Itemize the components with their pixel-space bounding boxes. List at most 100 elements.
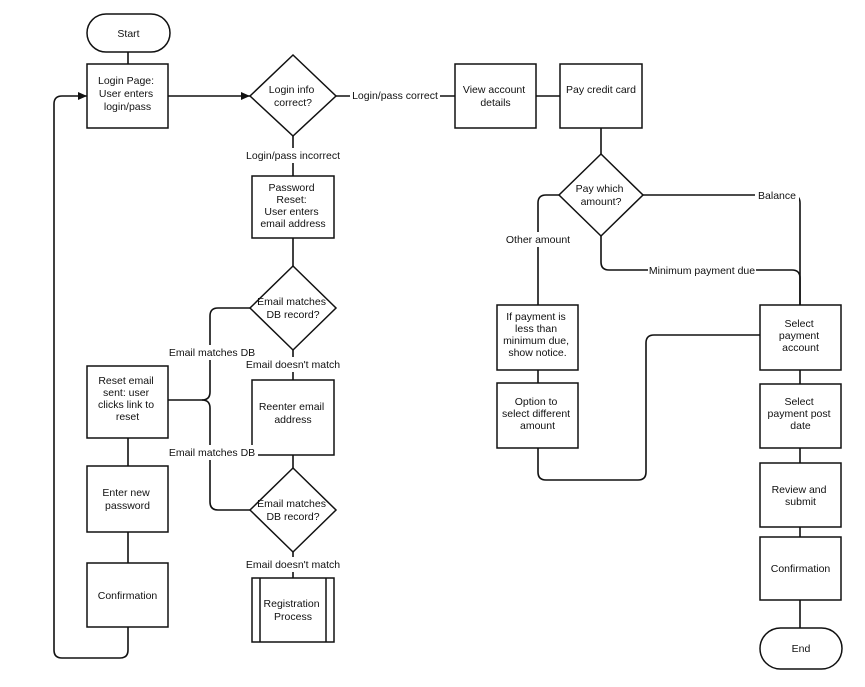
select-account-line-3: account: [782, 342, 819, 354]
password-reset-line-1: Password: [268, 182, 314, 194]
login-check-line-2: correct?: [274, 97, 312, 109]
svg-text:View account details: View account details: [463, 84, 528, 109]
select-post-date-node: Select payment post date: [759, 383, 842, 449]
reset-email-sent-line-3: clicks link to: [98, 399, 154, 411]
select-post-date-line-1: Select: [784, 396, 813, 408]
select-different-line-2: select different: [502, 408, 570, 420]
reenter-email-line-1: Reenter email: [259, 401, 324, 413]
svg-text:Start: Start: [117, 28, 139, 40]
svg-text:Email matches DB recor: Email matches DB record?: [257, 498, 329, 523]
email-match-2-line-2: DB record?: [266, 511, 319, 523]
pay-which-line-2: amount?: [581, 196, 622, 208]
start-label: Start: [117, 28, 139, 40]
edge-confirmation-loop-to-login: [53, 92, 129, 659]
password-reset-line-2: Reset:: [276, 194, 306, 206]
label-other-amount: Other amount: [506, 234, 570, 246]
registration-line-1: Registration: [264, 598, 320, 610]
svg-text:Pay which amount?: Pay which amount?: [576, 183, 627, 208]
password-reset-line-4: email address: [260, 218, 325, 230]
svg-text:Password Reset:: Password Reset: User enters email addres…: [260, 182, 325, 230]
label-balance: Balance: [758, 190, 796, 202]
review-submit-line-1: Review and: [772, 484, 827, 496]
svg-text:Review and submit: Review and submit: [772, 484, 830, 508]
end-label: End: [792, 643, 811, 655]
start-node: Start: [86, 13, 171, 53]
email-match-1-line-2: DB record?: [266, 309, 319, 321]
reset-email-sent-node: Reset email sent: user clicks link to re…: [86, 365, 169, 439]
enter-new-password-line-1: Enter new: [102, 487, 150, 499]
email-match-1-decision: Email matches DB record?: [248, 264, 338, 352]
login-page-line-1: Login Page:: [98, 75, 154, 87]
svg-text:Select payment: Select payment account: [779, 318, 822, 354]
nodes: Start Login Page: User enters login/pass…: [86, 13, 843, 670]
edge-labels: Login/pass correct Login/pass incorrect …: [166, 88, 799, 572]
confirmation-right-node: Confirmation: [759, 536, 842, 601]
svg-text:Registration Process: Registration Process: [264, 598, 323, 623]
select-account-line-2: payment: [779, 330, 819, 342]
select-different-line-1: Option to: [515, 396, 558, 408]
svg-text:Login info correct?: Login info correct?: [269, 84, 317, 109]
password-reset-node: Password Reset: User enters email addres…: [251, 175, 335, 239]
pay-credit-card-node: Pay credit card: [559, 63, 643, 129]
pay-which-decision: Pay which amount?: [557, 152, 645, 238]
payment-notice-line-1: If payment is: [506, 311, 566, 323]
edge-match-2-to-reset-sent: [201, 399, 250, 511]
email-match-2-line-1: Email matches: [257, 498, 326, 510]
payment-notice-node: If payment is less than minimum due, sho…: [496, 304, 579, 371]
view-account-node: View account details: [454, 63, 537, 129]
select-account-line-1: Select: [784, 318, 813, 330]
label-login-incorrect: Login/pass incorrect: [246, 150, 340, 162]
payment-notice-line-2: less than: [515, 323, 557, 335]
review-submit-node: Review and submit: [759, 462, 842, 528]
login-page-node: Login Page: User enters login/pass: [86, 63, 169, 129]
select-post-date-line-3: date: [790, 420, 811, 432]
confirmation-left-label: Confirmation: [98, 590, 158, 602]
reset-email-sent-line-1: Reset email: [98, 375, 153, 387]
reenter-email-node: Reenter email address: [251, 379, 335, 456]
svg-text:End: End: [792, 643, 811, 655]
payment-notice-line-3: minimum due,: [503, 335, 569, 347]
edge-which-to-other-amount: [537, 194, 559, 305]
payment-notice-line-4: show notice.: [508, 347, 566, 359]
label-email-doesnt-match-1: Email doesn't match: [246, 359, 340, 371]
svg-text:Reset email sent: user: Reset email sent: user clicks link to re…: [98, 375, 157, 423]
pay-which-line-1: Pay which: [576, 183, 624, 195]
label-minimum-payment-due: Minimum payment due: [649, 265, 755, 277]
end-node: End: [759, 627, 843, 670]
svg-text:Confirmation: Confirmation: [98, 590, 158, 602]
svg-text:Enter new password: Enter new password: [102, 487, 152, 512]
reenter-email-line-2: address: [274, 414, 311, 426]
login-page-line-3: login/pass: [104, 101, 151, 113]
reset-email-sent-line-2: sent: user: [103, 387, 150, 399]
registration-line-2: Process: [274, 611, 312, 623]
svg-text:Select payment post: Select payment post date: [768, 396, 834, 432]
review-submit-line-2: submit: [785, 496, 816, 508]
svg-text:Confirmation: Confirmation: [771, 563, 831, 575]
label-email-matches-1: Email matches DB: [169, 347, 255, 359]
svg-text:Reenter email address: Reenter email address: [259, 401, 327, 426]
svg-text:Pay credit card: Pay credit card: [566, 84, 636, 96]
confirmation-right-label: Confirmation: [771, 563, 831, 575]
email-match-2-decision: Email matches DB record?: [248, 466, 338, 554]
label-email-matches-2: Email matches DB: [169, 447, 255, 459]
pay-credit-card-label: Pay credit card: [566, 84, 636, 96]
label-email-doesnt-match-2: Email doesn't match: [246, 559, 340, 571]
registration-process-node: Registration Process: [251, 577, 335, 643]
select-different-amount-node: Option to select different amount: [496, 382, 579, 449]
login-page-line-2: User enters: [99, 88, 153, 100]
email-match-1-line-1: Email matches: [257, 296, 326, 308]
confirmation-left-node: Confirmation: [86, 562, 169, 628]
password-reset-line-3: User enters: [264, 206, 318, 218]
view-account-line-2: details: [480, 97, 510, 109]
view-account-line-1: View account: [463, 84, 525, 96]
svg-text:Login Page: User enter: Login Page: User enters login/pass: [98, 75, 157, 113]
svg-text:If payment is less tha: If payment is less than minimum due, sho…: [503, 311, 572, 359]
svg-text:Email matches DB recor: Email matches DB record?: [257, 296, 329, 321]
enter-new-password-line-2: password: [105, 500, 150, 512]
select-different-line-3: amount: [520, 420, 555, 432]
login-check-decision: Login info correct?: [248, 53, 338, 138]
select-post-date-line-2: payment post: [768, 408, 831, 420]
select-payment-account-node: Select payment account: [759, 304, 842, 371]
reset-email-sent-line-4: reset: [116, 411, 139, 423]
